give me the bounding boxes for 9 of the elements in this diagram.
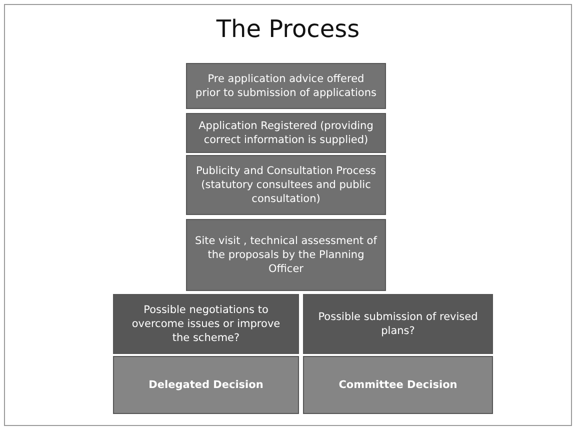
process-box: Possible negotiations to overcome issues or improve the scheme? — [113, 294, 299, 354]
process-box: Application Registered (providing correct information is supplied) — [186, 113, 386, 153]
process-box: Publicity and Consultation Process (statutory consultees and public consultation) — [186, 155, 386, 215]
process-box: Site visit , technical assessment of the proposals by the Planning Officer — [186, 219, 386, 291]
title: The Process — [215, 15, 361, 43]
process-box: Delegated Decision — [113, 356, 299, 414]
process-box: Pre application advice offered prior to submission of applications — [186, 63, 386, 109]
process-box: Possible submission of revised plans? — [303, 294, 493, 354]
process-box: Committee Decision — [303, 356, 493, 414]
